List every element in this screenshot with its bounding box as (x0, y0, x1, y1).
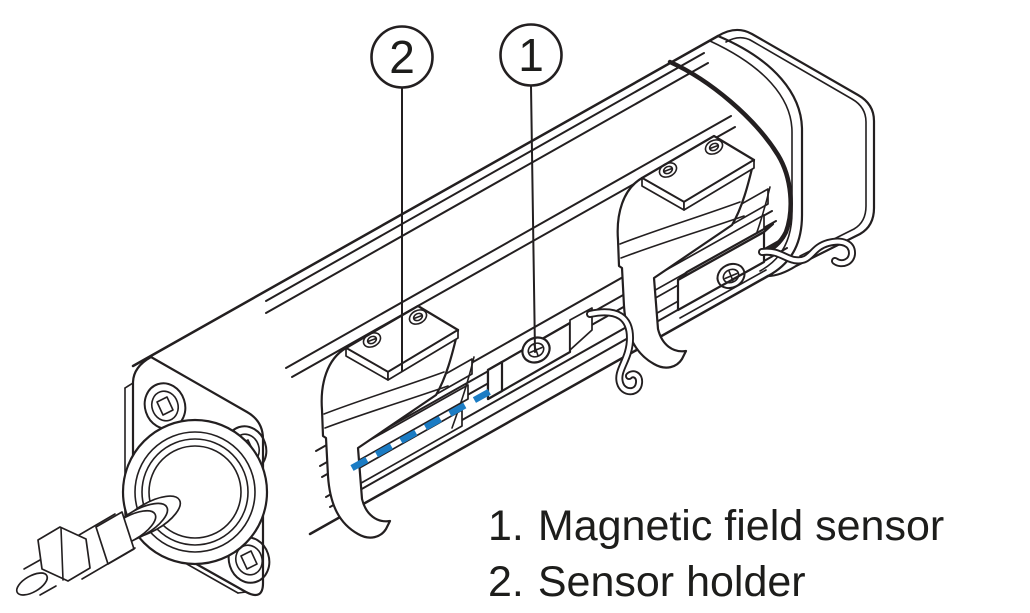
rear-holder-saddle-contour-2 (620, 215, 745, 259)
callout-2: 2 (370, 25, 434, 372)
rear-cap-outline (716, 28, 876, 278)
rear-sensor-cable-pigtail (758, 237, 857, 268)
installed-sensor-lower-edge (679, 269, 767, 319)
body-chamfer-line-2 (265, 62, 709, 314)
rod-tip-edge-bottom (39, 585, 57, 596)
sensor-holder-front (320, 304, 475, 539)
legend-item-1-number: 1. (488, 502, 524, 550)
rear-cap-chamfer (725, 36, 867, 257)
legend: 1. Magnetic field sensor 2. Sensor holder (488, 502, 944, 606)
sensor-holder-rear (616, 134, 775, 369)
installed-sensor-block (676, 222, 775, 319)
body-top-edge (131, 34, 720, 368)
flange-thickness-joint-top (124, 382, 134, 389)
rear-holder-screw-1 (658, 162, 678, 178)
body-midface-line-1 (285, 115, 732, 369)
legend-item-2-number: 2. (488, 558, 524, 606)
holder-screw-2 (408, 309, 428, 325)
callout-1-leader (530, 85, 536, 353)
sensor-connector (569, 307, 593, 351)
legend-item-1-label: Magnetic field sensor (538, 502, 944, 550)
callout-1-circle (499, 23, 563, 87)
legend-item-1: 1. Magnetic field sensor (488, 502, 944, 550)
rod-bearing-boss (121, 418, 269, 566)
rear-sensor-cable-over-body (667, 59, 793, 256)
legend-item-2: 2. Sensor holder (488, 558, 806, 606)
rear-holder-plate-side-face (683, 159, 755, 211)
rear-holder-saddle (616, 158, 756, 369)
flange-thickness-joint-bottom (237, 591, 247, 594)
holder-saddle (320, 328, 460, 539)
piston-rod (15, 495, 182, 596)
holder-screw-1 (362, 332, 382, 348)
callout-1-number: 1 (518, 29, 544, 81)
rear-holder-screw-2 (704, 139, 724, 155)
installed-sensor-screw (716, 262, 746, 290)
sensor-left-face (486, 360, 504, 401)
sensor-screw (521, 336, 551, 364)
rod-hex-nut (37, 526, 91, 582)
body-chamfer-line-1 (265, 52, 705, 302)
holder-plate-side-face (387, 329, 459, 381)
callout-2-number: 2 (389, 31, 415, 83)
body-bottom-edge (308, 274, 770, 536)
installed-sensor-front-face (676, 230, 766, 312)
callout-1: 1 (499, 23, 563, 353)
magnetic-field-sensor (486, 307, 644, 401)
rod-tip-end (15, 572, 49, 596)
rod-edge-bottom (81, 547, 136, 580)
holder-saddle-contour-1 (323, 371, 445, 415)
front-end-assembly (15, 355, 271, 597)
rod-nut-facet (60, 527, 64, 581)
callout-2-circle (370, 25, 434, 89)
rear-holder-saddle-contour-1 (619, 201, 741, 245)
rear-end-cap (709, 28, 876, 278)
holder-jaw-end-profile (451, 356, 475, 429)
holder-saddle-contour-2 (324, 385, 449, 429)
rod-tip-edge-top (23, 559, 41, 570)
sensor-cable (586, 308, 644, 396)
legend-item-2-label: Sensor holder (538, 558, 806, 606)
